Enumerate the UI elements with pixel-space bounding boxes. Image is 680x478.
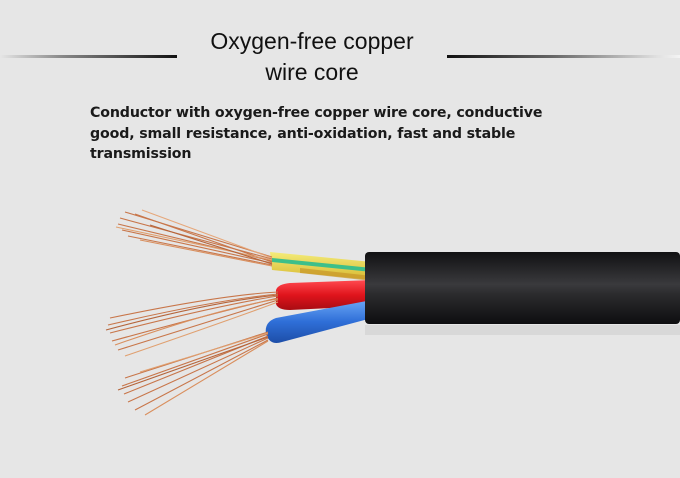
- live-core: [276, 280, 372, 310]
- cable-shadow: [365, 325, 680, 335]
- heading-rule-right: [447, 55, 680, 58]
- description-text: Conductor with oxygen-free copper wire c…: [90, 105, 543, 162]
- section-title: Oxygen-free copper wire core: [177, 26, 447, 88]
- heading-rule-left: [0, 55, 177, 58]
- copper-strands-bottom: [117, 331, 269, 416]
- cable-photo: [105, 209, 680, 416]
- cable-jacket: [365, 252, 680, 324]
- title-line-2: wire core: [265, 59, 359, 85]
- copper-strands-middle: [105, 291, 279, 357]
- copper-strands-top: [115, 209, 273, 267]
- title-line-1: Oxygen-free copper: [210, 28, 414, 54]
- earth-core: [270, 252, 372, 281]
- neutral-core: [265, 300, 372, 343]
